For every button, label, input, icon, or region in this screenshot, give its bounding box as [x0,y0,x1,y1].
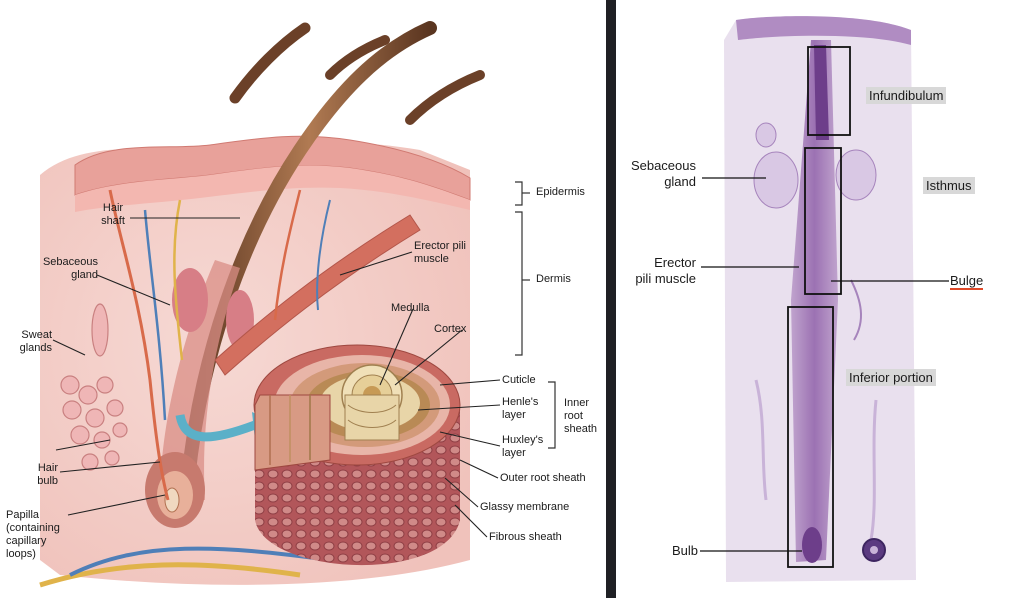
blood-vessels [39,562,301,588]
label-henles-layer: Henle's layer [502,396,539,421]
label-infundibulum: Infundibulum [866,87,947,104]
isthmus-bulge-box [804,147,842,295]
hair-follicle-micrograph: Infundibulum Isthmus Sebaceous gland Ere… [616,0,1024,598]
inner-root-sheath-bracket [548,381,556,449]
label-sebaceous-gland: Sebaceous gland [42,256,98,281]
label-sebaceous-gland-micro: Sebaceous gland [630,158,696,189]
hair-shaft-top-2 [325,35,390,80]
hair-shaft-top-1 [229,22,311,104]
label-erector-pili-micro: Erector pili muscle [635,255,696,286]
label-hair-bulb: Hair bulb [37,462,58,487]
dermis-bracket [515,211,523,356]
hair-follicle-illustration: Hair shaft Sebaceous gland Sweat glands … [6,21,598,588]
sebaceous-gland-shape [172,268,208,332]
label-inner-root-sheath: Inner root sheath [564,397,598,435]
label-bulb: Bulb [671,543,698,558]
label-fibrous-sheath: Fibrous sheath [489,531,562,543]
label-epidermis: Epidermis [536,186,585,198]
label-isthmus: Isthmus [923,177,975,194]
label-dermis: Dermis [536,273,571,285]
bulb-tissue [802,527,822,563]
epidermis-layer [74,135,471,201]
label-cuticle: Cuticle [502,374,536,386]
label-sweat-glands: Sweat glands [19,329,52,354]
hair-shaft-top-3 [405,70,485,125]
cross-section-arrow [175,413,257,442]
label-huxleys-layer: Huxley's layer [502,434,544,459]
sebaceous-tissue [753,151,799,209]
illustration-artwork [39,21,556,588]
cross-section-cylinder [253,344,461,566]
epidermis-bracket [515,181,523,206]
label-glassy-membrane: Glassy membrane [480,501,570,513]
micrograph-artwork [700,16,949,582]
label-papilla: Papilla (containing capillary loops) [6,509,60,560]
label-medulla: Medulla [391,302,430,314]
label-hair-shaft: Hair shaft [101,202,125,227]
sweat-glands-shape [60,303,128,471]
label-erector-pili-muscle: Erector pili muscle [414,240,466,265]
infundibulum-box [807,46,851,136]
follicle-sheath [160,260,240,500]
inferior-portion-box [787,306,834,568]
label-bulge: Bulge [950,273,984,290]
papilla-shape [164,487,180,513]
panel-divider [606,0,616,598]
label-cortex: Cortex [434,323,467,335]
follicle-column [791,40,838,562]
label-outer-root-sheath: Outer root sheath [500,472,586,484]
label-inferior-portion: Inferior portion [846,369,936,386]
